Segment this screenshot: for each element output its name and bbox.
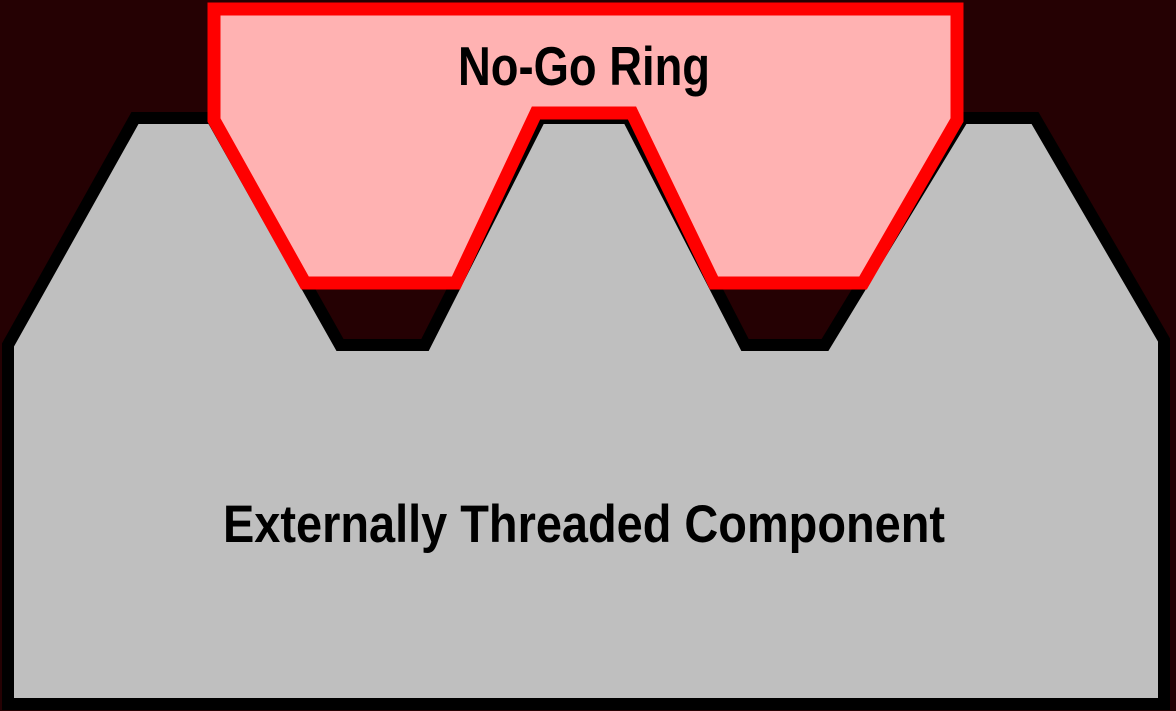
externally-threaded-component-label: Externally Threaded Component [223,495,945,554]
no-go-ring-label: No-Go Ring [458,35,710,97]
externally-threaded-component-shape [2,112,1170,710]
no-go-ring-shape [207,2,964,290]
